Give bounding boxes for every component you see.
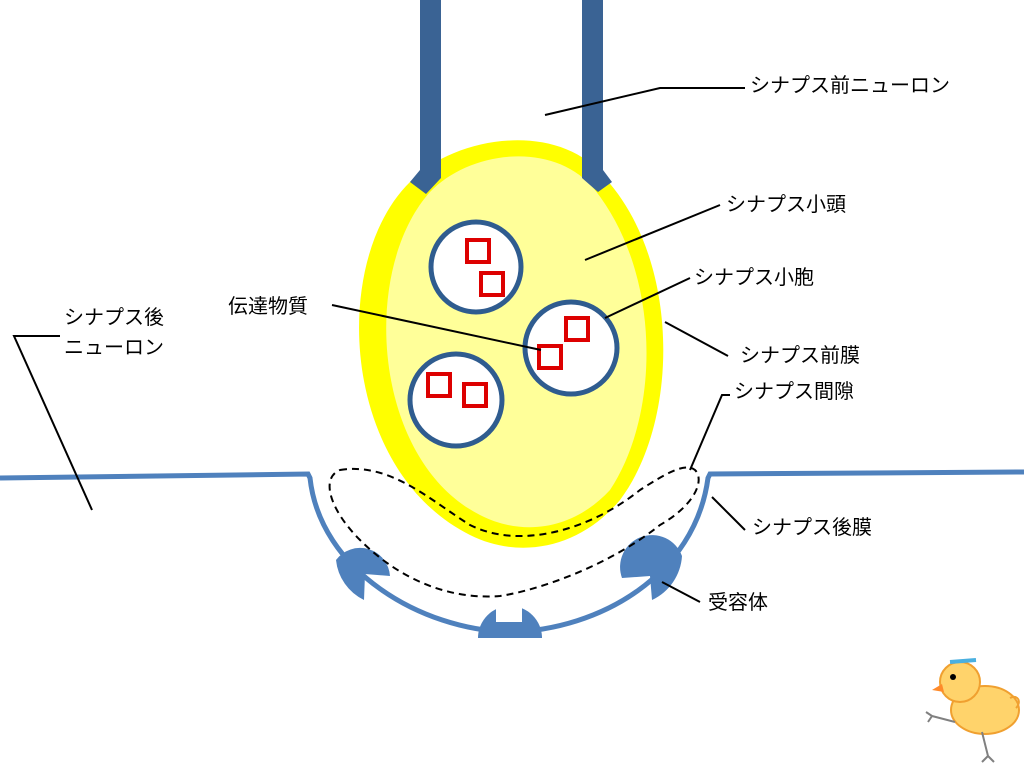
- leader-neurotransmitter: [331, 304, 542, 351]
- axon-wall-left: [410, 0, 441, 194]
- synaptic-vesicle-bottom: [407, 351, 505, 449]
- label-synaptic-cleft: シナプス間隙: [734, 379, 854, 403]
- label-presynaptic-neuron: シナプス前ニューロン: [750, 73, 950, 97]
- label-presynaptic-membrane: シナプス前膜: [740, 343, 860, 367]
- label-postsynaptic-neuron-line2: ニューロン: [64, 335, 164, 359]
- label-postsynaptic-neuron-line1: シナプス後: [64, 305, 164, 329]
- receptor-right: [620, 535, 682, 600]
- leader-postsynaptic-membrane: [711, 496, 746, 531]
- transmitter-square: [462, 382, 488, 408]
- chick-drawing-icon: [925, 658, 1020, 763]
- leader-receptor: [661, 581, 701, 603]
- transmitter-square: [564, 316, 590, 342]
- label-synaptic-knob: シナプス小頭: [726, 192, 846, 216]
- receptor-left: [336, 547, 390, 600]
- leader-synaptic-vesicle: [604, 277, 691, 319]
- leader-synaptic-knob: [584, 204, 721, 261]
- transmitter-square: [479, 271, 505, 297]
- neurotransmitters: [426, 238, 590, 408]
- leader-synaptic-cleft: [689, 394, 730, 471]
- label-neurotransmitter: 伝達物質: [228, 294, 308, 318]
- leader-presynaptic-membrane: [664, 321, 729, 357]
- synaptic-cleft-outline: [328, 466, 700, 598]
- synaptic-vesicle-top: [428, 219, 524, 315]
- synaptic-vesicle-right: [522, 299, 620, 397]
- receptor-center-notch: [496, 600, 522, 622]
- axon-wall-right: [582, 0, 612, 192]
- label-synaptic-vesicle: シナプス小胞: [694, 265, 814, 289]
- leader-presynaptic-neuron: [544, 87, 745, 116]
- leader-postsynaptic-neuron: [12, 335, 93, 511]
- transmitter-square: [465, 238, 491, 264]
- label-postsynaptic-membrane: シナプス後膜: [752, 515, 872, 539]
- transmitter-square: [537, 344, 563, 370]
- label-receptor: 受容体: [708, 590, 768, 614]
- leader-lines: [12, 87, 746, 603]
- transmitter-square: [426, 372, 452, 398]
